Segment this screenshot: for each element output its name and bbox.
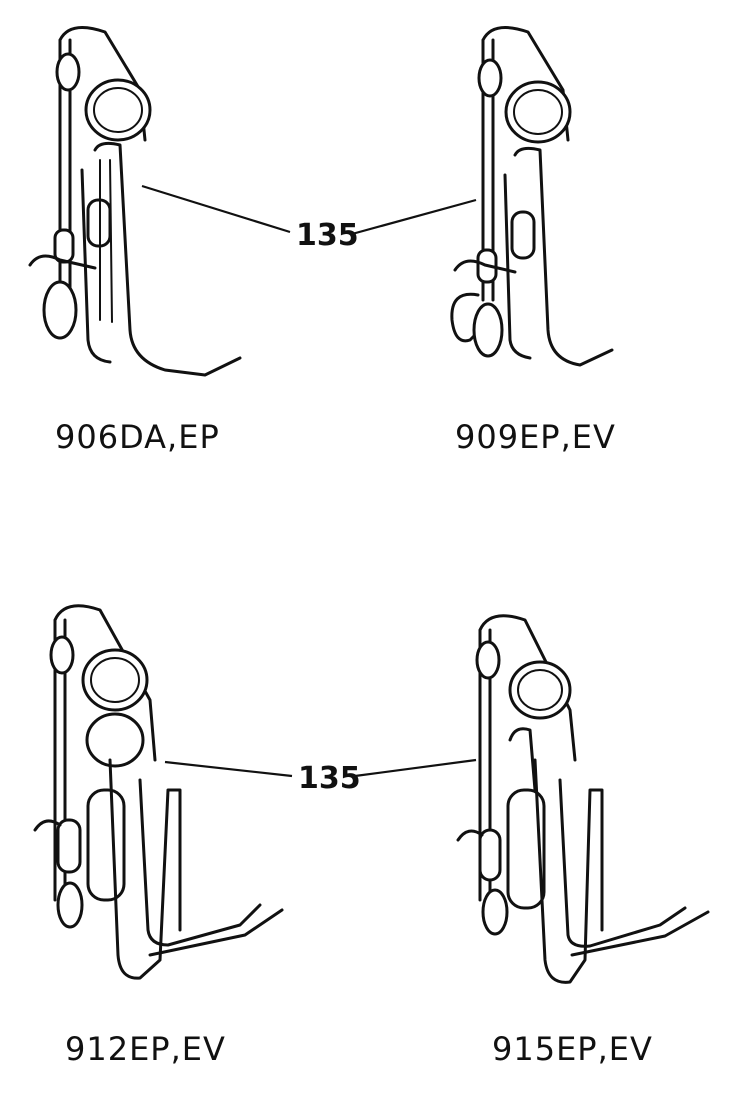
leader-line (354, 758, 477, 778)
leader-line (351, 198, 477, 236)
model-label-906: 906DA,EP (55, 418, 220, 456)
model-label-915: 915EP,EV (492, 1030, 653, 1068)
leader-line (141, 184, 291, 234)
assembly-906da-ep (28, 26, 242, 377)
assembly-909ep-ev (450, 26, 614, 367)
assembly-915ep-ev (456, 614, 710, 984)
leader-line (164, 760, 293, 778)
model-label-912: 912EP,EV (65, 1030, 226, 1068)
callout-number-top: 135 (296, 218, 359, 253)
model-label-909: 909EP,EV (455, 418, 616, 456)
callout-number-bottom: 135 (298, 761, 361, 796)
assembly-912ep-ev (33, 604, 284, 980)
